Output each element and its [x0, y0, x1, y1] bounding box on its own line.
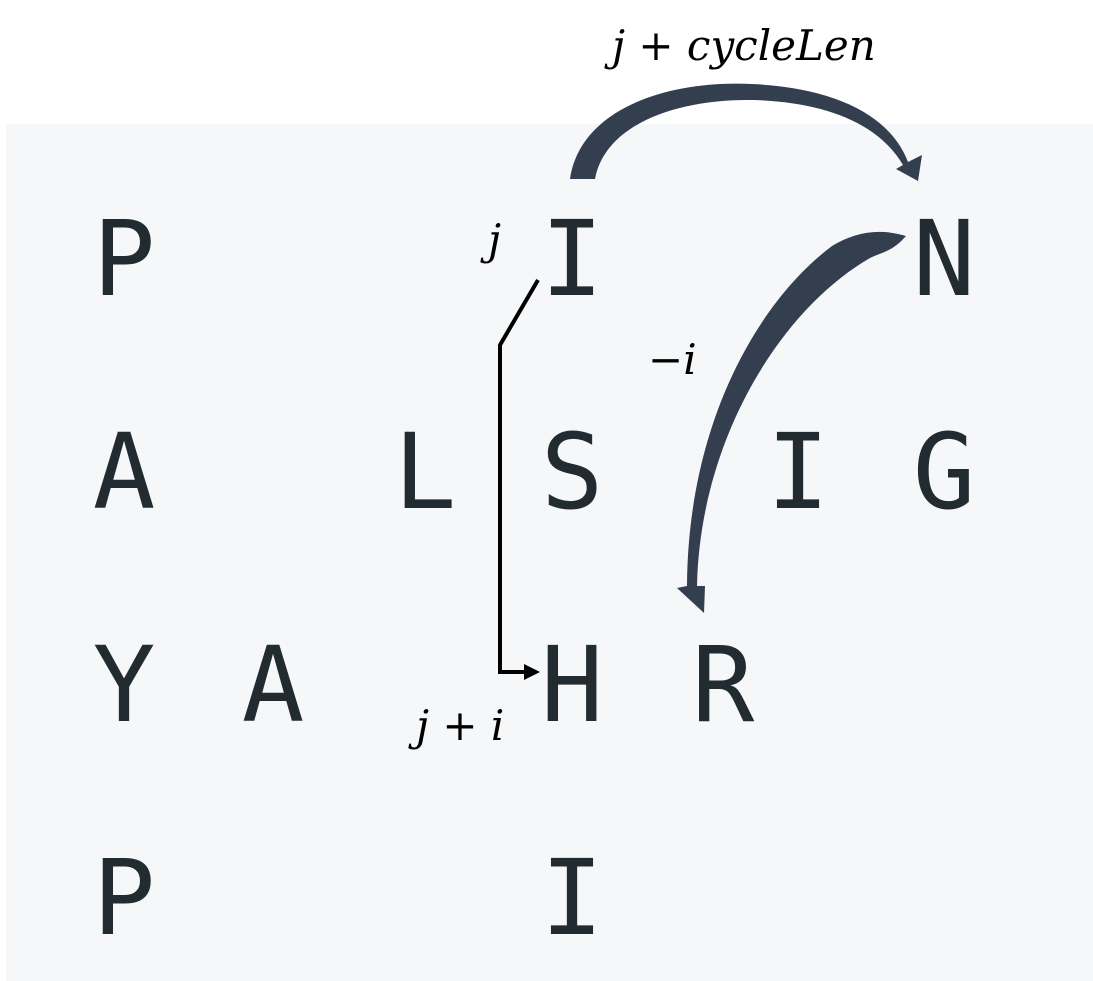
grid-letter: N	[913, 198, 976, 320]
grid-panel	[6, 124, 1093, 981]
grid-letter: R	[692, 624, 755, 746]
grid-letter: I	[541, 837, 604, 959]
grid-letter: P	[93, 198, 156, 320]
grid-letter: I	[541, 198, 604, 320]
cycle-len-arrow	[570, 83, 922, 181]
grid-letter: G	[913, 411, 976, 533]
j-to-j-plus-i-arrow	[498, 278, 540, 680]
minus-i-label: −i	[648, 335, 697, 384]
top-arc-label: j + cycleLen	[604, 21, 876, 70]
grid-letter: L	[394, 411, 457, 533]
grid-letter: A	[93, 411, 156, 533]
grid-letter: A	[242, 624, 305, 746]
grid-letter: I	[767, 411, 830, 533]
grid-letter: H	[541, 624, 604, 746]
minus-i-arrow	[677, 231, 906, 613]
grid-letter: S	[541, 411, 604, 533]
grid-letter: P	[93, 837, 156, 959]
grid-letter: Y	[93, 624, 156, 746]
j-plus-i-label: j + i	[408, 701, 504, 750]
